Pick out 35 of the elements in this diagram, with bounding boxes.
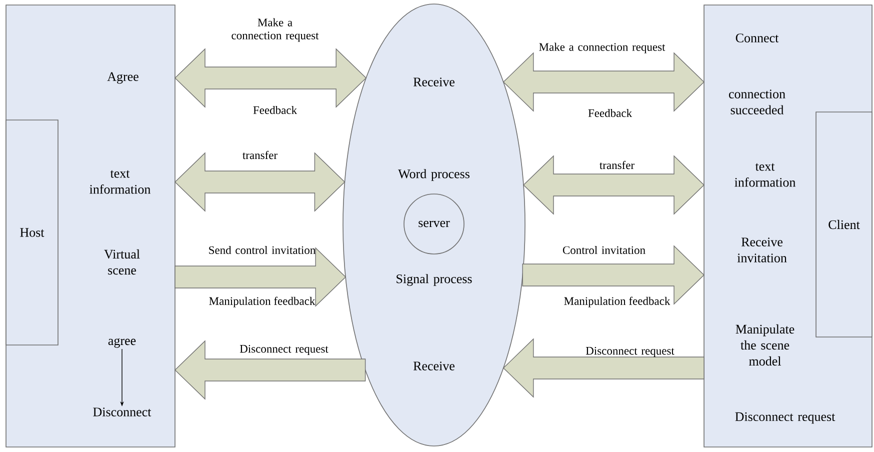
label-box: Client (816, 112, 872, 338)
arrow-caption: Feedback (588, 108, 632, 118)
step-text: text information (90, 170, 150, 194)
arrow-caption: Feedback (253, 106, 298, 114)
block-arrow (174, 48, 367, 108)
edge-label: Make a connection request (539, 42, 666, 54)
step-text: Receive (413, 362, 454, 370)
arrow-caption: Manipulation feedback (564, 296, 670, 308)
edge-label: Disconnect request (240, 344, 328, 356)
edge-label: Disconnect request (586, 346, 674, 358)
block-arrow (174, 247, 346, 307)
label-box: Host (6, 120, 58, 346)
block-arrow (522, 245, 705, 305)
edge-label: transfer (242, 150, 278, 160)
edge-label: Send control invitation (209, 246, 316, 254)
step-text: Agree (107, 72, 138, 84)
block-arrow (174, 152, 346, 212)
server-ellipse (342, 4, 526, 446)
step-text: Receive invitation (737, 238, 787, 262)
edge-label: transfer (600, 160, 634, 170)
step-text: Connect (736, 34, 779, 42)
step-text: Virtual scene (104, 249, 140, 275)
step-text: agree (108, 338, 136, 348)
arrow-caption: Manipulation feedback (209, 296, 316, 308)
step-text: text information (734, 163, 796, 187)
step-text: Receive (413, 78, 454, 86)
step-text: Disconnect (93, 408, 152, 416)
step-text: Disconnect request (735, 412, 836, 424)
block-arrow (523, 155, 705, 215)
edge-label: Make a connection request (232, 18, 319, 42)
step-text: Word process (398, 169, 470, 181)
step-text: Manipulate the scene model (736, 324, 794, 366)
edge-label: Control invitation (562, 246, 646, 254)
step-text: Signal process (396, 274, 472, 286)
step-text: connection succeeded (729, 90, 786, 114)
